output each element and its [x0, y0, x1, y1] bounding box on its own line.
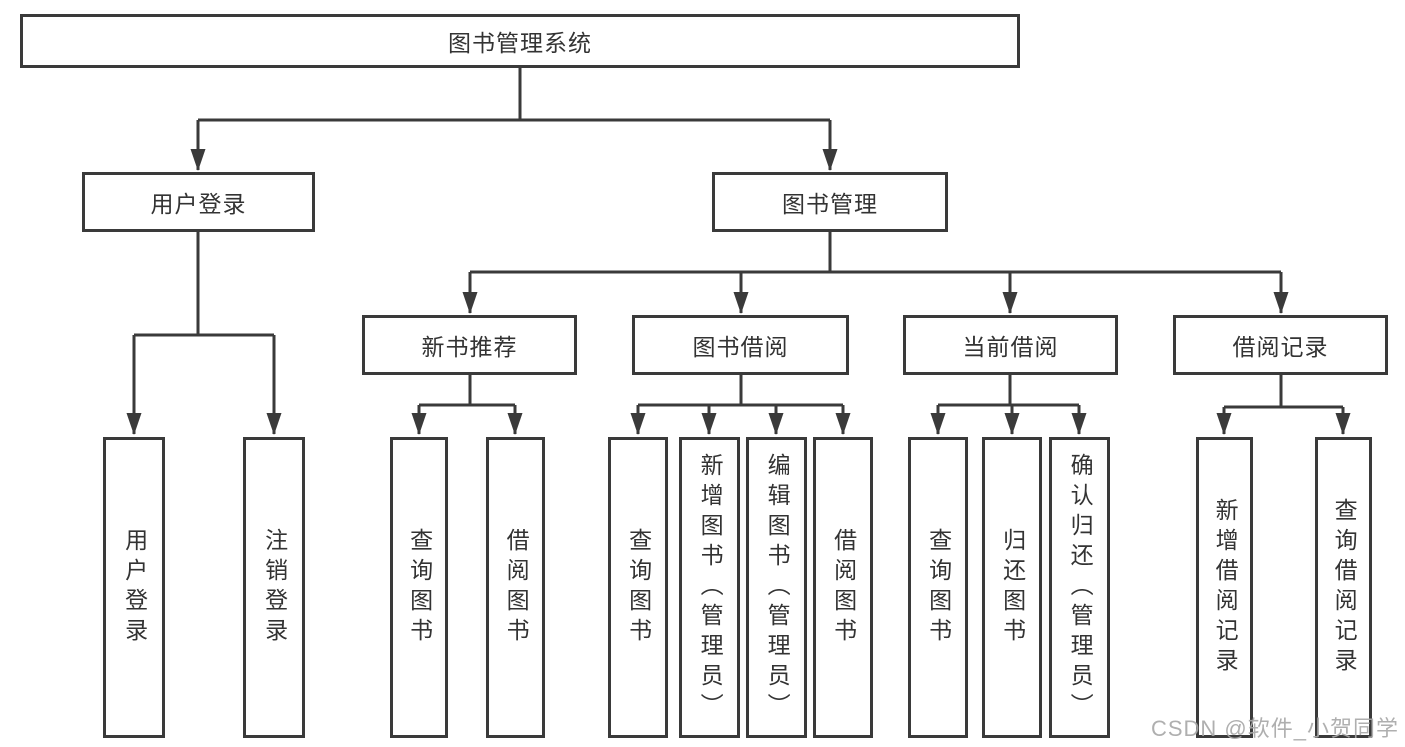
leaf-record-query-borrow-record: 查询借阅记录	[1315, 437, 1372, 738]
leaf-borrow-borrow-books: 借阅图书	[813, 437, 873, 738]
leaf-user-login: 用户登录	[103, 437, 165, 738]
leaf-borrow-edit-books-admin: 编辑图书（管理员）	[746, 437, 807, 738]
leaf-label: 查询图书	[625, 527, 652, 648]
leaf-current-confirm-return-admin: 确认归还（管理员）	[1049, 437, 1110, 738]
leaf-label: 用户登录	[121, 527, 148, 648]
leaf-current-return-books: 归还图书	[982, 437, 1042, 738]
leaf-label: 注销登录	[261, 527, 288, 648]
node-root-system: 图书管理系统	[20, 14, 1020, 68]
leaf-label: 新增借阅记录	[1212, 497, 1239, 678]
leaf-label: 归还图书	[999, 527, 1026, 648]
csdn-watermark: CSDN @软件_小贺同学	[1150, 716, 1399, 741]
leaf-recommend-query-books: 查询图书	[390, 437, 448, 738]
leaf-borrow-query-books: 查询图书	[608, 437, 668, 738]
leaf-label: 查询借阅记录	[1331, 497, 1358, 678]
node-user-login: 用户登录	[82, 172, 315, 232]
leaf-label: 编辑图书（管理员）	[764, 452, 791, 723]
leaf-label: 确认归还（管理员）	[1067, 452, 1094, 723]
node-book-borrow: 图书借阅	[632, 315, 849, 375]
leaf-recommend-borrow-books: 借阅图书	[486, 437, 545, 738]
node-new-book-recommend: 新书推荐	[362, 315, 577, 375]
leaf-logout: 注销登录	[243, 437, 305, 738]
leaf-label: 查询图书	[406, 527, 433, 648]
node-book-management: 图书管理	[712, 172, 948, 232]
leaf-label: 借阅图书	[503, 527, 530, 648]
leaf-borrow-add-books-admin: 新增图书（管理员）	[679, 437, 740, 738]
node-current-borrow: 当前借阅	[903, 315, 1118, 375]
leaf-current-query-books: 查询图书	[908, 437, 968, 738]
leaf-label: 查询图书	[925, 527, 952, 648]
leaf-label: 借阅图书	[830, 527, 857, 648]
node-borrow-record: 借阅记录	[1173, 315, 1388, 375]
leaf-record-add-borrow-record: 新增借阅记录	[1196, 437, 1253, 738]
leaf-label: 新增图书（管理员）	[697, 452, 724, 723]
